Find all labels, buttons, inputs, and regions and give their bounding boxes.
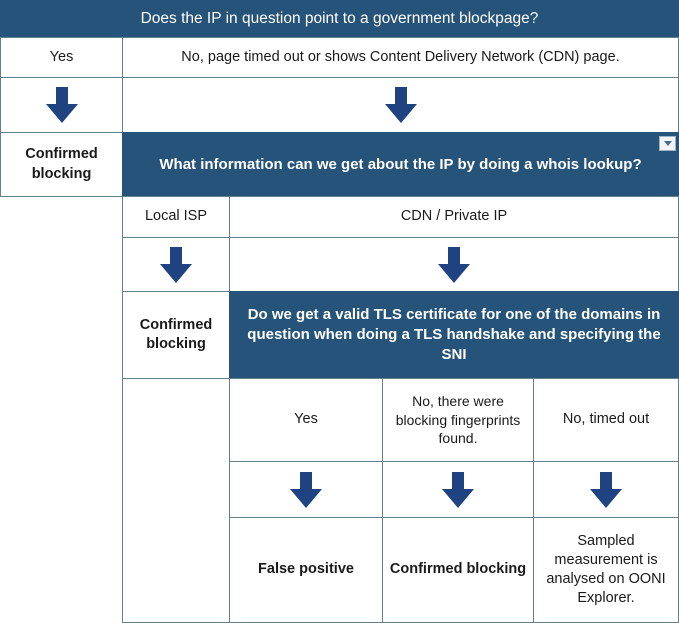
level3-question-bar: Do we get a valid TLS certificate for on…	[229, 291, 679, 379]
level2-arrow-cdn-cell	[229, 237, 679, 292]
level3-arrow-timeout-cell	[533, 461, 679, 518]
level1-option-yes[interactable]: Yes	[0, 37, 123, 78]
level2-option-cdn[interactable]: CDN / Private IP	[229, 196, 679, 238]
level2-arrow-local-isp-cell	[122, 237, 230, 292]
level3-arrow-fingerprints-cell	[382, 461, 534, 518]
arrow-down-icon	[160, 246, 192, 283]
level3-option-timeout[interactable]: No, timed out	[533, 378, 679, 462]
empty-left-gutter	[0, 197, 122, 623]
level3-empty-left-cell	[122, 378, 230, 623]
level3-option-fingerprints[interactable]: No, there were blocking fingerprints fou…	[382, 378, 534, 462]
level2-option-local-isp[interactable]: Local ISP	[122, 196, 230, 238]
arrow-down-icon	[590, 471, 622, 508]
arrow-down-icon	[442, 471, 474, 508]
level1-arrow-no-cell	[122, 77, 679, 133]
arrow-down-icon	[384, 87, 417, 123]
level3-outcome-confirmed-blocking: Confirmed blocking	[382, 517, 534, 623]
level1-option-no[interactable]: No, page timed out or shows Content Deli…	[122, 37, 679, 78]
level1-arrow-yes-cell	[0, 77, 123, 133]
level3-outcome-sampled-measurement: Sampled measurement is analysed on OONI …	[533, 517, 679, 623]
level2-question-bar: What information can we get about the IP…	[122, 132, 679, 197]
level1-outcome-confirmed-blocking: Confirmed blocking	[0, 132, 123, 197]
level3-outcome-false-positive: False positive	[229, 517, 383, 623]
arrow-down-icon	[290, 471, 322, 508]
arrow-down-icon	[45, 87, 78, 123]
arrow-down-icon	[438, 246, 470, 283]
level3-option-yes[interactable]: Yes	[229, 378, 383, 462]
level2-outcome-confirmed-blocking: Confirmed blocking	[122, 291, 230, 379]
level3-arrow-yes-cell	[229, 461, 383, 518]
level1-question-bar: Does the IP in question point to a gover…	[0, 0, 679, 38]
chevron-down-icon[interactable]	[659, 136, 676, 151]
